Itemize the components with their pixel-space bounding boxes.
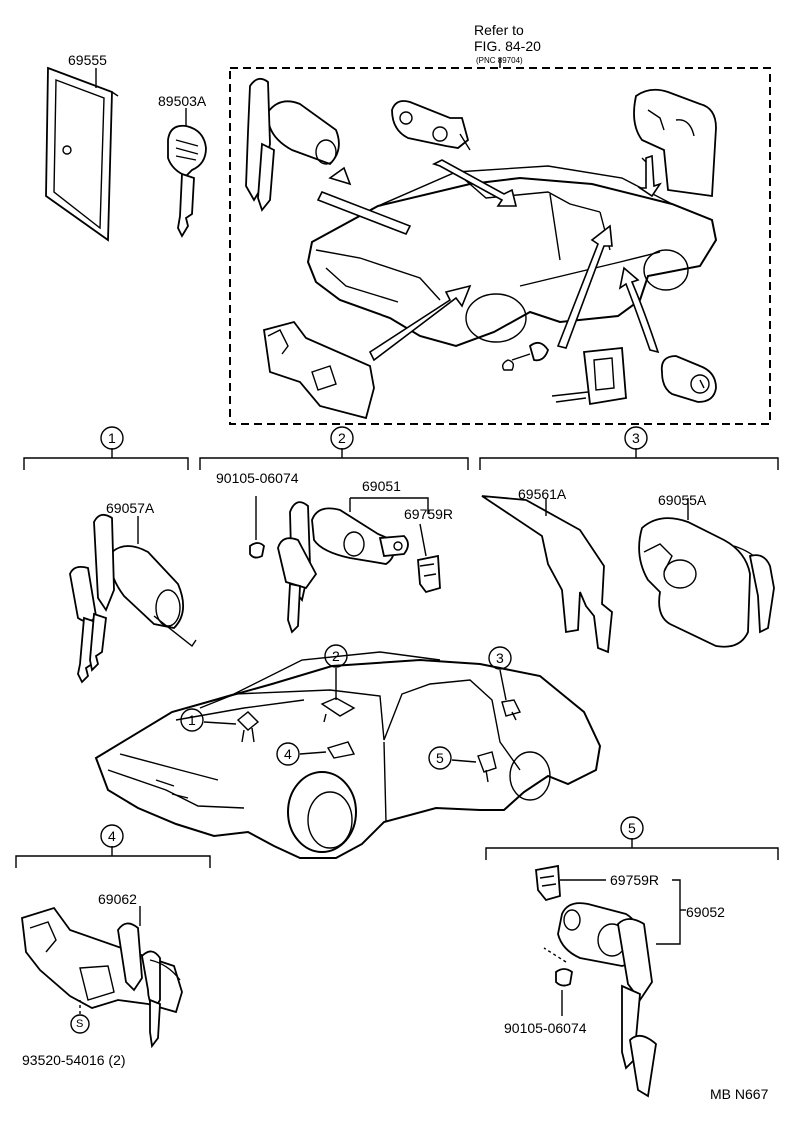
car-callout-4: 4 (284, 746, 292, 762)
door-cylinder-small (391, 100, 471, 151)
arrow-rear-lock (618, 266, 660, 354)
part-number-69759R-bottom: 69759R (610, 872, 660, 888)
part-number-69052: 69052 (686, 904, 725, 920)
arrow-trunk (368, 284, 472, 362)
reference-line2: FIG. 84-20 (474, 38, 541, 54)
trunk-cylinder-small (660, 355, 717, 403)
section-callout-4: 4 (108, 828, 116, 844)
section-callout-3: 3 (632, 430, 640, 446)
ignition-lock-assembly (69, 513, 197, 684)
arrow-door-lock (556, 224, 613, 349)
part-number-69062: 69062 (98, 891, 137, 907)
part-number-69555: 69555 (68, 52, 107, 68)
part-number-69759R-top: 69759R (404, 506, 454, 522)
trunk-lock-small (262, 320, 375, 420)
part-number-89503A: 89503A (158, 93, 207, 109)
part-number-93520: 93520-54016 (2) (22, 1052, 126, 1068)
car-callout-2: 2 (332, 648, 340, 664)
screw-90105-bottom (543, 947, 573, 1016)
leaders-section-2 (349, 497, 429, 557)
lock-plate-69561A (481, 495, 613, 654)
reference-group-box (229, 67, 771, 425)
part-number-69055A: 69055A (658, 492, 707, 508)
car-main-illustration (94, 651, 602, 859)
part-number-69051: 69051 (362, 478, 401, 494)
screw-90105-top (249, 496, 265, 559)
part-number-90105-bottom: 90105-06074 (504, 1020, 587, 1036)
door-lock-69052 (535, 864, 657, 1098)
reference-line1: Refer to (474, 22, 524, 38)
master-key (167, 124, 207, 238)
part-number-90105-top: 90105-06074 (216, 470, 299, 486)
trunk-lock-69062 (21, 906, 183, 1049)
ignition-cylinder-small (245, 77, 340, 212)
car-callout-5: 5 (436, 750, 444, 766)
part-number-69057A: 69057A (106, 500, 155, 516)
arrow-door (431, 159, 518, 207)
retainer-clip-69759R (417, 554, 441, 594)
reference-line3: (PNC 89704) (476, 56, 523, 65)
glove-box-lock-small (633, 88, 717, 198)
diagram-code: MB N667 (710, 1086, 769, 1102)
car-top-illustration (306, 165, 718, 348)
key-and-transmitter-small (501, 341, 627, 406)
section-callout-1: 1 (108, 430, 116, 446)
s-mark: S (76, 1018, 84, 1030)
section-callout-5: 5 (628, 820, 636, 836)
key-plate-card (45, 66, 119, 242)
arrow-ignition (316, 166, 412, 236)
door-lock-cylinder-left (277, 501, 409, 634)
car-callout-3: 3 (496, 650, 504, 666)
part-number-69561A: 69561A (518, 486, 567, 502)
callout-circles (70, 426, 648, 1034)
section-callout-2: 2 (338, 430, 346, 446)
car-lock-locations (203, 668, 522, 783)
glove-box-lock-69055A (638, 517, 775, 648)
leaders-section-5 (560, 879, 686, 945)
arrow-glove-box (637, 154, 662, 198)
car-callout-1: 1 (188, 712, 196, 728)
